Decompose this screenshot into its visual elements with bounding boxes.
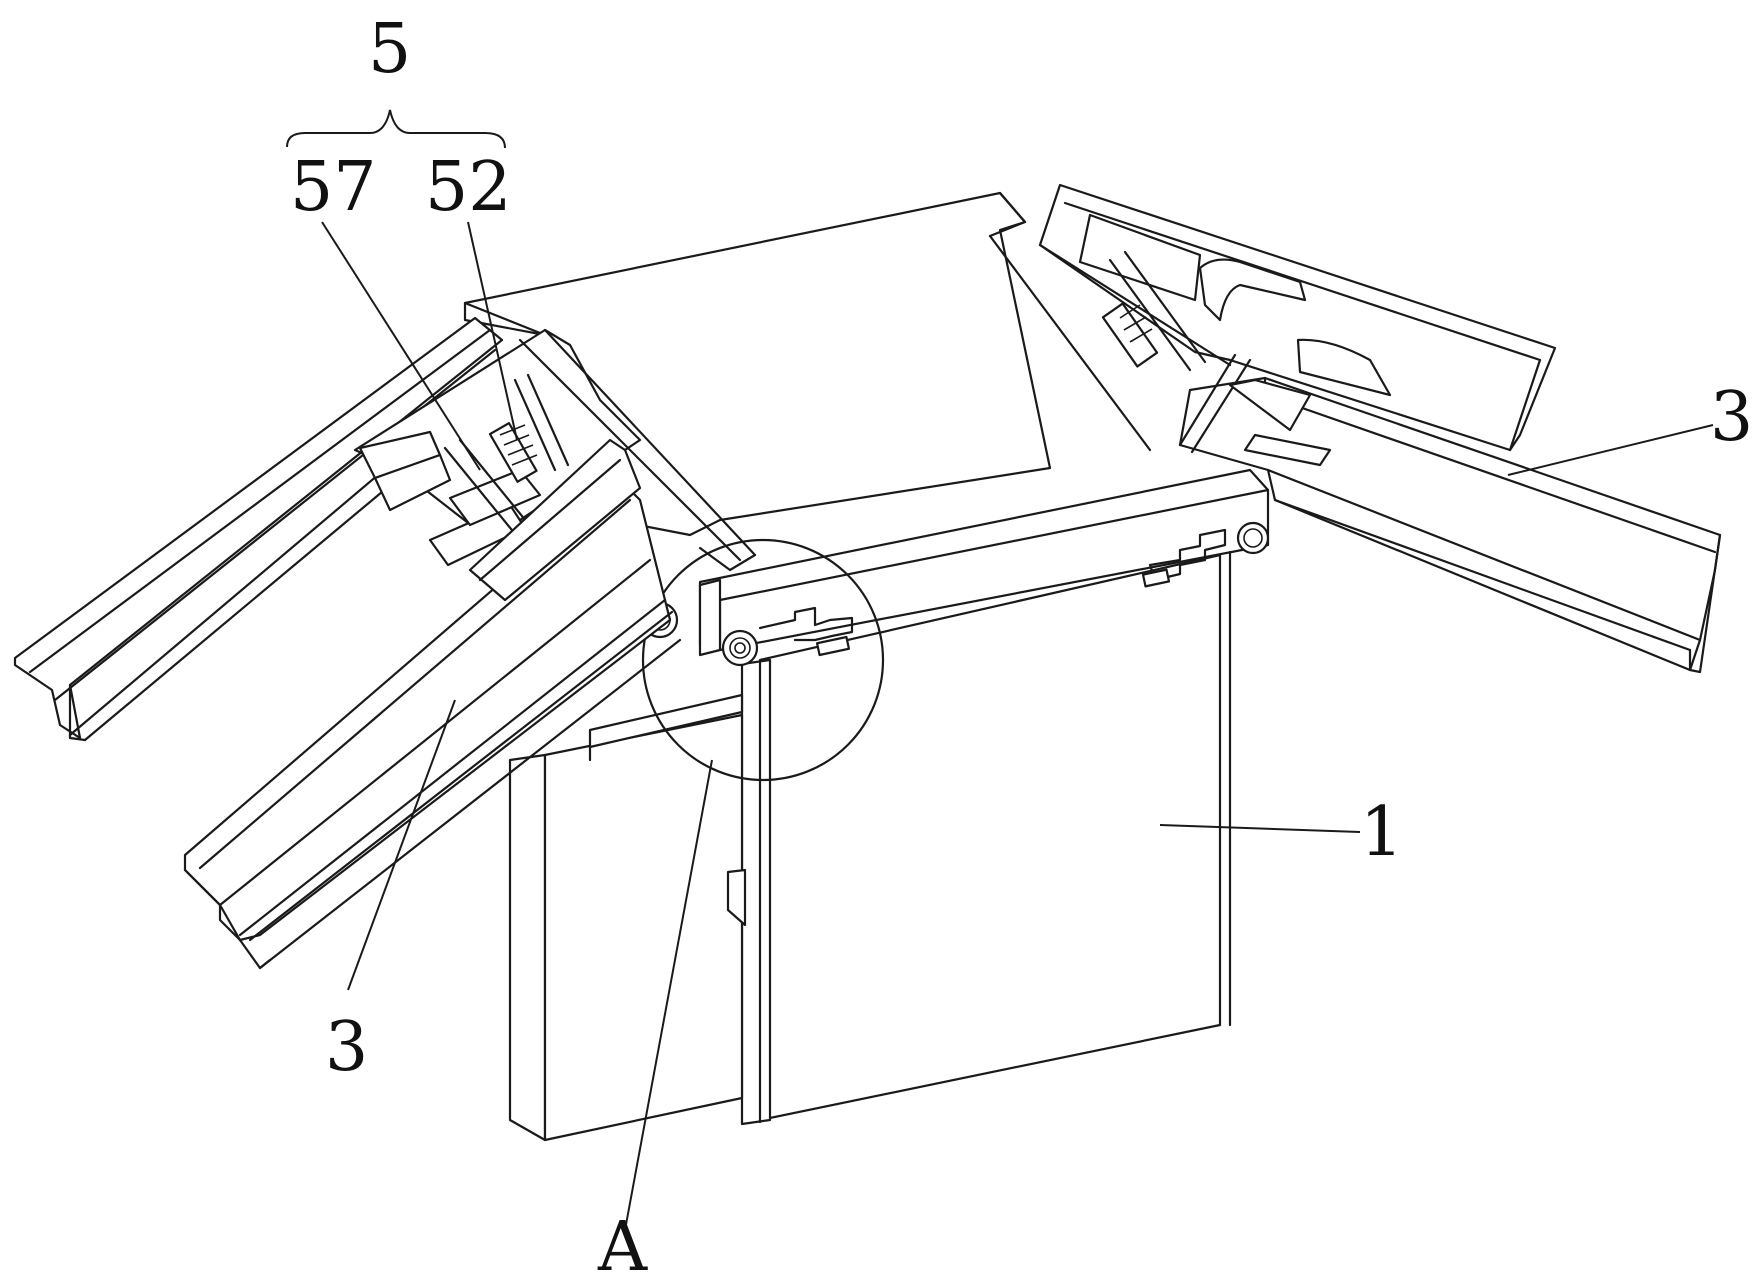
label-part-3-left: 3 <box>325 1008 368 1087</box>
label-group-5: 5 <box>368 10 411 89</box>
label-detail-a: A <box>597 1208 648 1283</box>
label-part-52: 52 <box>425 148 512 227</box>
label-part-3-right: 3 <box>1710 378 1753 457</box>
label-part-57: 57 <box>290 148 377 227</box>
leader-3-right <box>1508 425 1713 475</box>
brace-5 <box>287 110 505 148</box>
label-part-1: 1 <box>1360 793 1403 872</box>
